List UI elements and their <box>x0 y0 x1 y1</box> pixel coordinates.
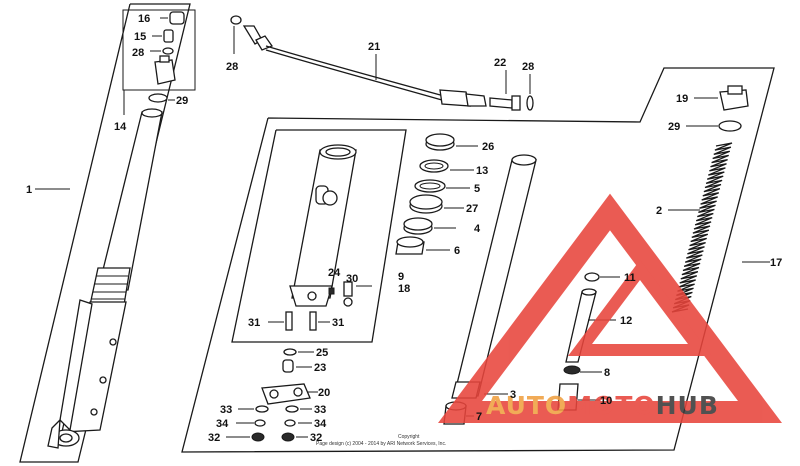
label-3: 3 <box>510 389 516 401</box>
label-5: 5 <box>474 183 480 195</box>
label-28-left: 28 <box>132 47 144 59</box>
copyright-title: Copyright <box>398 434 420 440</box>
label-31-right: 31 <box>332 317 344 329</box>
label-25: 25 <box>316 347 328 359</box>
part-labels: 1 2 3 4 5 6 7 8 9 10 11 12 13 14 15 16 1… <box>26 13 782 444</box>
label-24: 24 <box>328 267 341 279</box>
label-10: 10 <box>600 395 612 407</box>
label-2: 2 <box>656 205 662 217</box>
watermark-text: AUTOMOTOHUB <box>486 391 719 420</box>
label-32-right: 32 <box>310 432 322 444</box>
label-33-left: 33 <box>220 404 232 416</box>
label-29-right: 29 <box>668 121 680 133</box>
label-34-right: 34 <box>314 418 327 430</box>
fork-spring <box>671 142 733 313</box>
label-27: 27 <box>466 203 478 215</box>
watermark-inner-triangle <box>568 260 712 356</box>
label-17: 17 <box>770 257 782 269</box>
copyright-notice: Page design (c) 2004 - 2014 by ARI Netwo… <box>316 441 446 447</box>
label-8: 8 <box>604 367 610 379</box>
label-31-left: 31 <box>248 317 260 329</box>
label-16: 16 <box>138 13 150 25</box>
label-29-left: 29 <box>176 95 188 107</box>
label-22: 22 <box>494 57 506 69</box>
label-30: 30 <box>346 273 358 285</box>
label-32-left: 32 <box>208 432 220 444</box>
label-28-right: 28 <box>522 61 534 73</box>
label-18: 18 <box>398 283 410 295</box>
seal-bushing-stack <box>395 133 478 255</box>
label-1: 1 <box>26 184 32 196</box>
brake-hose-assembly <box>230 15 534 111</box>
fork-parts-frame <box>181 67 775 453</box>
watermark-triangle <box>438 193 782 423</box>
label-12: 12 <box>620 315 632 327</box>
axle-holder-parts <box>226 348 318 442</box>
label-6: 6 <box>454 245 460 257</box>
label-15: 15 <box>134 31 146 43</box>
label-7: 7 <box>476 411 482 423</box>
left-fork-assembly <box>19 3 196 463</box>
label-34-left: 34 <box>216 418 229 430</box>
label-21: 21 <box>368 41 380 53</box>
label-9: 9 <box>398 271 404 283</box>
label-14: 14 <box>114 121 127 133</box>
label-33-right: 33 <box>314 404 326 416</box>
label-26: 26 <box>482 141 494 153</box>
label-4: 4 <box>474 223 481 235</box>
watermark-logo: AUTOMOTOHUB <box>438 193 782 423</box>
label-28-hose: 28 <box>226 61 238 73</box>
label-11: 11 <box>624 272 636 284</box>
label-13: 13 <box>476 165 488 177</box>
label-23: 23 <box>314 362 326 374</box>
label-20: 20 <box>318 387 330 399</box>
label-19: 19 <box>676 93 688 105</box>
slider-subassembly <box>231 129 407 343</box>
